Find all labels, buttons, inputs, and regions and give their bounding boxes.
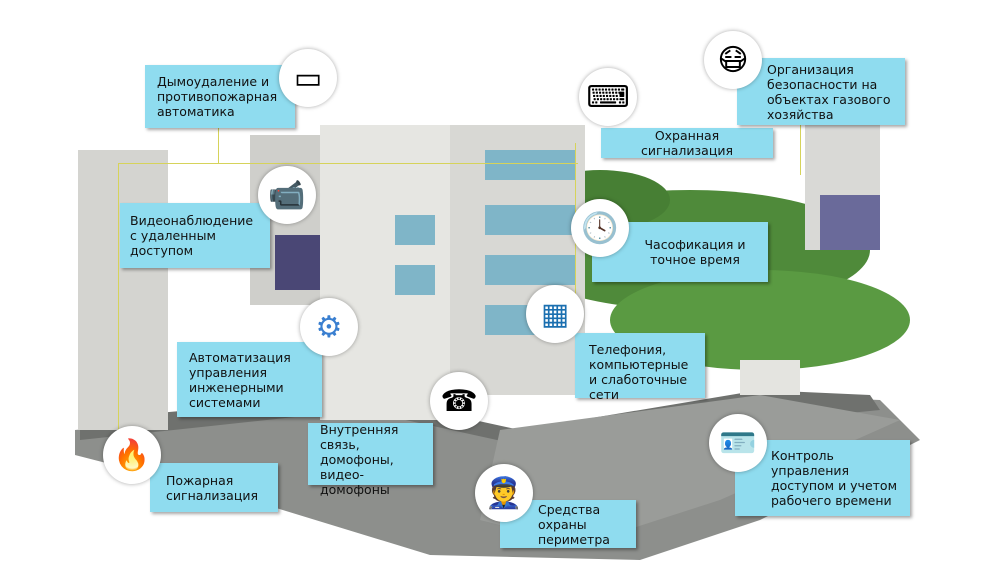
label-text: Охранная сигнализация [641,128,733,158]
id-card-icon: 🪪 [709,414,767,472]
label-security-alarm: Охранная сигнализация [601,128,773,158]
label-text: Дымоудаление и противопожарная автоматик… [157,74,278,119]
keypad-icon: ⌨ [579,68,637,126]
label-gas-safety: Организация безопасности на объектах газ… [737,58,905,125]
label-text: Часофикация и точное время [644,237,746,267]
label-text: Средства охраны периметра [538,501,610,547]
label-video-surveillance: Видеонаблюдение с удаленным доступом [120,203,270,268]
label-telephony: Телефония, компьютерные и слаботочные се… [575,333,705,402]
guard-icon: 👮 [475,464,533,522]
fire-icon: 🔥 [103,426,161,484]
label-text: Пожарная сигнализация [166,472,258,503]
gear-icon: ⚙ [300,298,358,356]
label-text: Контроль управления доступом и учетом ра… [771,448,897,508]
smoke-detector-icon: ▭ [279,49,337,107]
label-text: Телефония, компьютерные и слаботочные се… [589,341,689,402]
phone-icon: ☎ [430,372,488,430]
camera-icon: 📹 [258,166,316,224]
label-text: Внутренняя связь, домофоны, видео-домофо… [320,421,399,497]
label-text: Видеонаблюдение с удаленным доступом [130,213,254,258]
gas-mask-icon: 😷 [704,31,762,89]
label-fire-alarm: Пожарная сигнализация [150,463,278,512]
label-intercom: Внутренняя связь, домофоны, видео-домофо… [308,422,433,497]
label-automation: Автоматизация управления инженерными сис… [177,342,322,417]
label-text: Автоматизация управления инженерными сис… [189,349,291,410]
terminal-icon: ▦ [526,285,584,343]
label-smoke-removal: Дымоудаление и противопожарная автоматик… [145,65,295,128]
clock-icon: 🕓 [571,199,629,257]
label-text: Организация безопасности на объектах газ… [767,61,891,122]
